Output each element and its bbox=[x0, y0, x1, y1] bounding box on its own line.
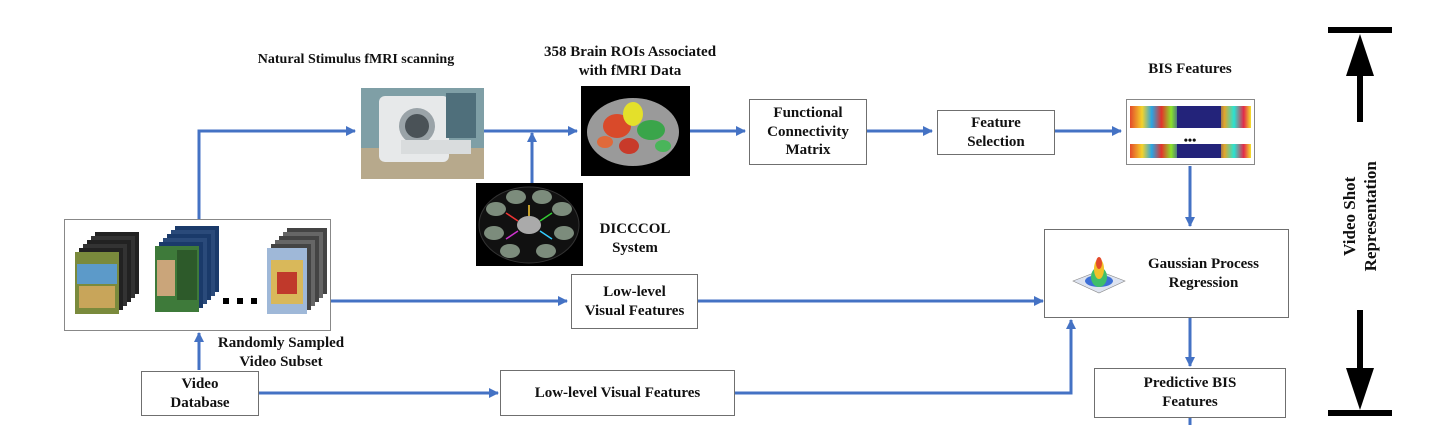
gpr-line2: Regression bbox=[1168, 274, 1239, 291]
brain-rois-label: 358 Brain ROIs Associated with fMRI Data bbox=[500, 43, 760, 81]
randomly-sampled-line1: Randomly Sampled bbox=[217, 335, 345, 351]
ll-mid-line2: Visual Features bbox=[584, 302, 685, 319]
randomly-sampled-line2: Video Subset bbox=[239, 353, 323, 370]
arrow-lowlevel-bottom-to-gpr bbox=[735, 319, 1076, 395]
dicccol-system-image bbox=[476, 183, 583, 266]
video-frames-illustration bbox=[75, 226, 327, 314]
pbis-line2: Features bbox=[1162, 394, 1218, 410]
top-arrowhead bbox=[1346, 34, 1374, 76]
randomly-sampled-label: Randomly Sampled Video Subset bbox=[196, 334, 366, 372]
dicccol-label: DICCCOL System bbox=[580, 220, 690, 258]
dicccol-line2: System bbox=[612, 239, 658, 256]
video-database-box: Video Database bbox=[141, 371, 259, 416]
bis-feature-bars bbox=[1130, 106, 1251, 158]
natural-stimulus-label: Natural Stimulus fMRI scanning bbox=[257, 52, 455, 67]
frame-stack-2 bbox=[155, 226, 219, 312]
video-shot-representation-label: Video Shot Representation bbox=[1339, 121, 1382, 311]
pbis-line1: Predictive BIS bbox=[1143, 375, 1237, 392]
video-subset-panel bbox=[64, 219, 331, 331]
vdb-line1: Video bbox=[181, 375, 219, 392]
bis-features-label: BIS Features bbox=[1148, 61, 1232, 77]
ellipsis-dots bbox=[223, 298, 257, 304]
bis-ellipsis: ••• bbox=[1183, 133, 1197, 147]
fs-line1: Feature bbox=[971, 114, 1021, 131]
fc-line2: Connectivity bbox=[767, 123, 849, 140]
dicccol-line1: DICCCOL bbox=[599, 221, 671, 237]
low-level-visual-features-box: Low-level Visual Features bbox=[571, 274, 698, 329]
low-level-visual-features-bottom-box: Low-level Visual Features bbox=[500, 370, 735, 416]
functional-connectivity-matrix-box: Functional Connectivity Matrix bbox=[749, 99, 867, 165]
frame-stack-1 bbox=[75, 232, 139, 314]
fc-line3: Matrix bbox=[785, 142, 831, 159]
frame-stack-3 bbox=[267, 228, 327, 314]
video-shot-line1: Video Shot bbox=[1339, 176, 1359, 256]
gaussian-process-regression-box: Gaussian Process Regression bbox=[1044, 229, 1289, 318]
fc-line1: Functional bbox=[773, 104, 843, 121]
mri-scanner-image bbox=[361, 88, 484, 179]
gpr-line1: Gaussian Process bbox=[1148, 255, 1259, 272]
predictive-bis-features-box: Predictive BIS Features bbox=[1094, 368, 1286, 418]
fs-line2: Selection bbox=[967, 133, 1025, 150]
feature-selection-box: Feature Selection bbox=[937, 110, 1055, 155]
ll-mid-line1: Low-level bbox=[603, 283, 666, 300]
arrow-subset-to-mri bbox=[197, 126, 356, 220]
gaussian-surface-icon bbox=[1072, 256, 1126, 293]
bottom-arrowhead bbox=[1346, 368, 1374, 410]
video-shot-line2: Representation bbox=[1361, 161, 1380, 272]
brain-rois-image bbox=[581, 86, 690, 176]
brain-rois-line2: with fMRI Data bbox=[578, 62, 682, 79]
vdb-line2: Database bbox=[170, 394, 230, 411]
bis-features-image bbox=[1126, 99, 1255, 165]
brain-rois-line1: 358 Brain ROIs Associated bbox=[543, 44, 717, 60]
